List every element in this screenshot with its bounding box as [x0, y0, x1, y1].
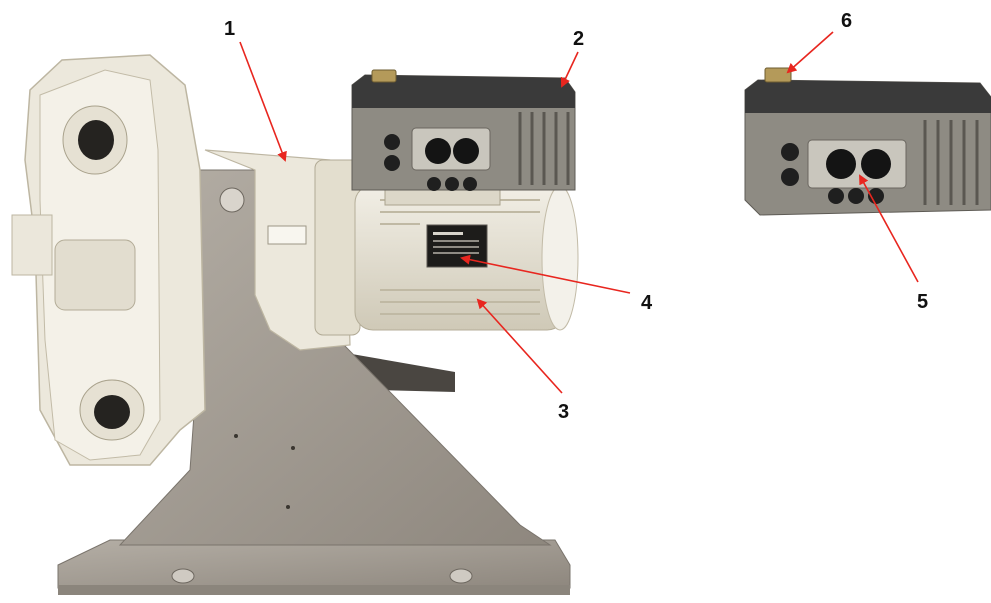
base-plate-edge	[58, 585, 570, 595]
cable-gland	[384, 155, 400, 171]
nameplate-text-line	[433, 232, 463, 235]
lower-port-hole	[94, 395, 130, 429]
pump-head-ridge	[11, 214, 53, 276]
stand-bolt-top	[219, 187, 245, 213]
red-pointer-arrow	[786, 31, 834, 74]
cable-gland	[781, 168, 799, 186]
callout-label-3: 3	[558, 401, 569, 423]
callout-label-5: 5	[917, 291, 928, 313]
pump-head-slot	[54, 239, 136, 311]
inverter-housing	[351, 69, 576, 191]
control-knob-right	[861, 149, 891, 179]
red-pointer-arrow	[560, 51, 579, 88]
control-panel	[807, 139, 907, 189]
base-bolt-left	[171, 568, 195, 584]
gearbox-label	[267, 225, 307, 245]
cable-gland	[828, 188, 844, 204]
base-plate	[57, 539, 571, 589]
callout-arrows	[239, 31, 919, 394]
control-knob-right	[453, 138, 479, 164]
motor-endcap	[541, 185, 579, 331]
stand-hole-3	[286, 505, 290, 509]
stand-hole-2	[291, 446, 295, 450]
callout-label-4: 4	[641, 292, 653, 314]
base-bolt-right	[449, 568, 473, 584]
red-pointer-arrow	[239, 41, 287, 162]
red-pointer-arrow	[476, 298, 563, 394]
cable-gland	[868, 188, 884, 204]
pump-assembly-photo	[11, 54, 579, 595]
callout-label-6: 6	[841, 10, 852, 32]
connector-plug	[764, 67, 792, 83]
nameplate-text-line	[433, 246, 479, 248]
cable-gland	[445, 177, 459, 191]
red-pointer-arrow	[859, 174, 919, 283]
connector-plug	[371, 69, 397, 83]
inverter-detail-photo	[744, 67, 991, 216]
control-knob-left	[425, 138, 451, 164]
nameplate-text-line	[433, 252, 479, 254]
cable-gland	[384, 134, 400, 150]
cable-gland	[781, 143, 799, 161]
cable-gland	[848, 188, 864, 204]
stand-hole-1	[234, 434, 238, 438]
cable-gland	[427, 177, 441, 191]
red-pointer-arrow	[460, 254, 631, 294]
control-knob-left	[826, 149, 856, 179]
callout-label-1: 1	[224, 18, 235, 40]
cable-gland	[463, 177, 477, 191]
upper-port-hole	[78, 120, 114, 160]
callout-label-2: 2	[573, 28, 584, 50]
nameplate-text-line	[433, 240, 479, 242]
